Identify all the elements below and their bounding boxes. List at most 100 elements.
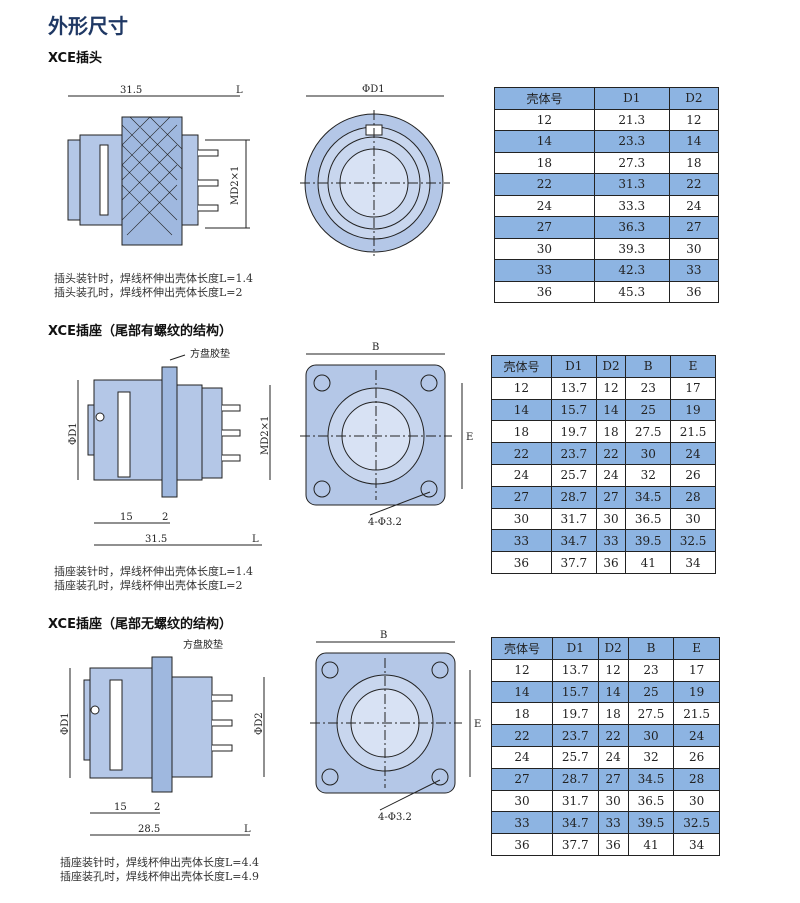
socket-threaded-front-view <box>300 353 463 516</box>
table-cell: 24 <box>670 442 716 465</box>
socket-threaded-side-view <box>77 354 271 546</box>
table-cell: 39.5 <box>627 811 675 835</box>
table-cell: 19 <box>670 398 716 422</box>
table-cell: 31.7 <box>551 789 599 813</box>
table-cell: 39.3 <box>593 237 670 260</box>
table-cell: 12 <box>494 108 595 131</box>
table-cell: E <box>670 355 716 378</box>
table-cell: 27 <box>668 216 720 239</box>
table-cell: 22 <box>595 442 627 465</box>
table-cell: 42.3 <box>593 259 670 282</box>
table-cell: 18 <box>597 702 629 726</box>
table-cell: 30 <box>673 789 720 813</box>
dim-2: 2 <box>154 802 160 813</box>
section-heading-socket-plain: XCE插座（尾部无螺纹的结构） <box>48 617 232 632</box>
table-cell: 25.7 <box>551 745 599 769</box>
table-cell: 13.7 <box>551 658 599 682</box>
table-cell: 14 <box>494 130 595 153</box>
table-cell: 12 <box>595 376 627 400</box>
dim-l: L <box>236 85 243 96</box>
table-cell: 壳体号 <box>494 87 595 110</box>
table-cell: 21.3 <box>593 108 670 131</box>
table-cell: 23 <box>627 658 675 682</box>
table-cell: 30 <box>595 507 627 531</box>
gasket-label: 方盘胶垫 <box>190 347 230 360</box>
section-heading-plug: XCE插头 <box>48 51 102 66</box>
dim-b: B <box>380 630 387 641</box>
table-cell: 23.3 <box>593 130 670 153</box>
table-cell: D1 <box>593 87 670 110</box>
plug-crosshatch <box>121 116 183 236</box>
table-cell: 21.5 <box>670 420 716 444</box>
table-cell: 31.3 <box>593 173 670 196</box>
table-cell: 30 <box>625 442 672 465</box>
table-cell: 23.7 <box>551 724 599 747</box>
table-cell: 41 <box>625 551 672 574</box>
table-cell: 24 <box>494 194 595 217</box>
table-cell: 27 <box>597 767 629 791</box>
table-cell: 22 <box>668 173 720 196</box>
section-heading-socket-threaded: XCE插座（尾部有螺纹的结构） <box>48 324 232 339</box>
table-cell: 41 <box>627 833 675 856</box>
table-cell: 14 <box>595 398 627 422</box>
table-cell: 19 <box>673 680 720 704</box>
table-cell: 壳体号 <box>491 355 552 378</box>
table-cell: 15.7 <box>550 398 597 422</box>
table-cell: 33 <box>494 259 595 282</box>
table-cell: 34.5 <box>627 767 675 791</box>
table-cell: 18 <box>494 151 595 174</box>
table-cell: 32 <box>625 463 672 487</box>
caption-line: 插座装孔时，焊线杯伸出壳体长度L=4.9 <box>60 870 260 883</box>
table-cell: 36 <box>494 280 595 303</box>
table-cell: 27.5 <box>625 420 672 444</box>
table-cell: 27 <box>491 767 553 791</box>
table-cell: B <box>625 355 672 378</box>
table-cell: 27.3 <box>593 151 670 174</box>
table-cell: 36 <box>668 280 720 303</box>
table-cell: 33 <box>595 529 627 553</box>
table-cell: 33 <box>668 259 720 282</box>
table-cell: 28 <box>673 767 720 791</box>
table-cell: 36 <box>491 551 552 574</box>
table-cell: 23.7 <box>550 442 597 465</box>
table-cell: 22 <box>491 442 552 465</box>
table-cell: 12 <box>597 658 629 682</box>
table-cell: D2 <box>668 87 720 110</box>
table-cell: 28.7 <box>550 485 597 509</box>
table-cell: 24 <box>491 745 553 769</box>
table-cell: 26 <box>670 463 716 487</box>
caption-line: 插座装孔时，焊线杯伸出壳体长度L=2 <box>54 579 243 592</box>
table-cell: 24 <box>668 194 720 217</box>
table-cell: 25 <box>625 398 672 422</box>
page-title: 外形尺寸 <box>48 14 128 38</box>
table-cell: D2 <box>597 637 629 660</box>
dim-md2: MD2×1 <box>260 416 271 455</box>
table-cell: 14 <box>491 680 553 704</box>
table-cell: B <box>627 637 675 660</box>
table-cell: 15.7 <box>551 680 599 704</box>
table-cell: 13.7 <box>550 376 597 400</box>
table-cell: 36.5 <box>625 507 672 531</box>
table-cell: D2 <box>595 355 627 378</box>
table-cell: 18 <box>668 151 720 174</box>
table-cell: 34 <box>670 551 716 574</box>
table-cell: 33 <box>491 529 552 553</box>
dim-d2: ΦD2 <box>254 712 265 735</box>
dim-15: 15 <box>114 802 127 813</box>
dim-15: 15 <box>120 512 133 523</box>
caption-line: 插头装孔时，焊线杯伸出壳体长度L=2 <box>54 286 243 299</box>
